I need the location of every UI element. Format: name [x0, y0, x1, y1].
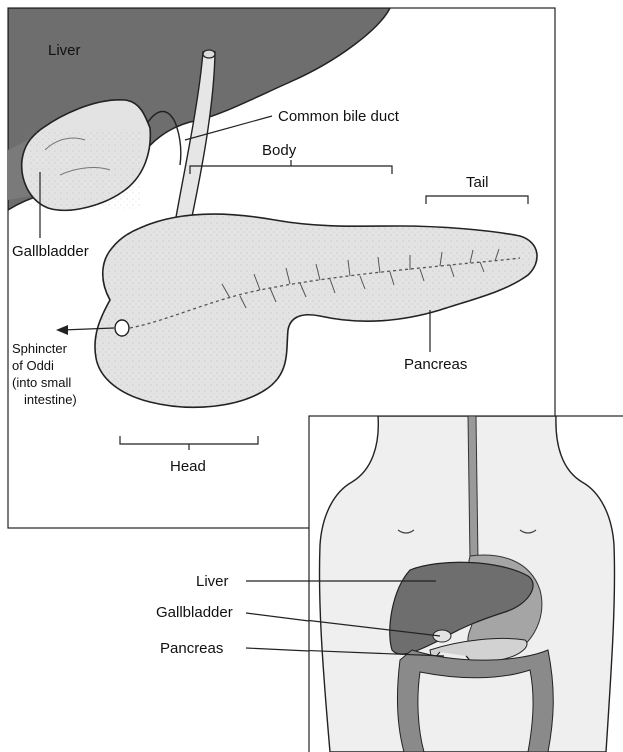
sphincter-label-line3: (into small	[12, 375, 71, 390]
gallbladder-texture	[30, 130, 140, 210]
inset-gallbladder-leader-outer	[246, 613, 309, 621]
sphincter-label-line1: Sphincter	[12, 341, 68, 356]
common-bile-duct-label: Common bile duct	[278, 108, 400, 125]
tail-label: Tail	[466, 174, 489, 191]
inset-pancreas-label: Pancreas	[160, 640, 223, 657]
bile-duct-top	[203, 50, 215, 58]
inset-gallbladder-label: Gallbladder	[156, 604, 233, 621]
head-label: Head	[170, 458, 206, 475]
sphincter-label-line2: of Oddi	[12, 358, 54, 373]
inset-pancreas-leader-outer	[246, 648, 309, 651]
gallbladder-label: Gallbladder	[12, 243, 89, 260]
esophagus-shape	[468, 416, 478, 560]
liver-label: Liver	[48, 42, 81, 59]
pancreas-label: Pancreas	[404, 356, 467, 373]
sphincter-label-line4: intestine)	[24, 392, 77, 407]
sphincter-opening	[115, 320, 129, 336]
body-label: Body	[262, 142, 297, 159]
inset-liver-label: Liver	[196, 573, 229, 590]
